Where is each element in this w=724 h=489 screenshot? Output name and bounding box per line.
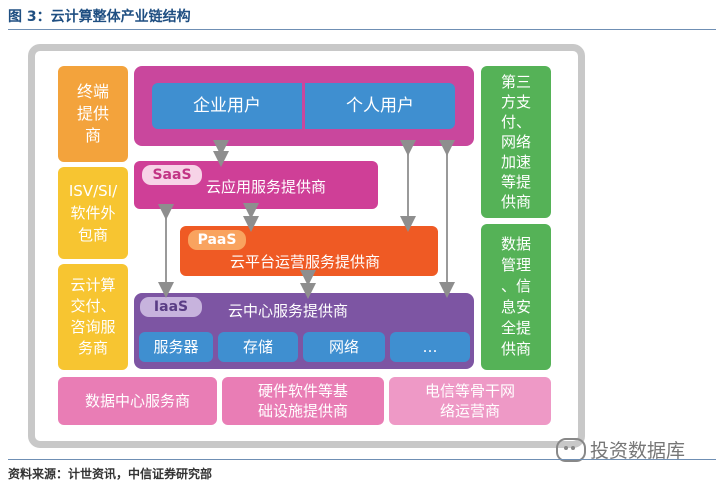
enterprise-user-box: 企业用户	[152, 83, 302, 129]
watermark: 投资数据库	[556, 436, 685, 463]
saas-tag: SaaS	[142, 165, 202, 185]
iaas-label: 云中心服务提供商	[228, 302, 349, 320]
iaas-item-more: …	[390, 332, 470, 362]
watermark-text: 投资数据库	[590, 440, 686, 462]
paas-tag: PaaS	[188, 230, 246, 250]
isv-si-box: ISV/SI/ 软件外 包商	[58, 167, 128, 259]
datacenter-provider-box: 数据中心服务商	[58, 377, 217, 425]
saas-label: 云应用服务提供商	[206, 178, 327, 196]
wechat-icon	[556, 437, 586, 462]
figure-title: 图 3：云计算整体产业链结构	[8, 9, 191, 25]
iaas-item-server: 服务器	[139, 332, 213, 362]
source-note: 资料来源：计世资讯，中信证券研究部	[8, 467, 213, 481]
terminal-provider-box: 终端 提供 商	[58, 66, 128, 162]
payment-acceleration-box: 第三 方支 付、 网络 加速 等提 供商	[481, 66, 551, 218]
bottom-rule	[8, 459, 716, 460]
data-security-box: 数据 管理 、信 息安 全提 供商	[481, 224, 551, 370]
paas-label: 云平台运营服务提供商	[230, 253, 381, 271]
iaas-tag: IaaS	[140, 297, 202, 317]
iaas-item-network: 网络	[303, 332, 385, 362]
individual-user-box: 个人用户	[305, 83, 455, 129]
telecom-operator-box: 电信等骨干网 络运营商	[389, 377, 551, 425]
top-rule	[8, 29, 716, 30]
infrastructure-provider-box: 硬件软件等基 础设施提供商	[222, 377, 384, 425]
delivery-consulting-box: 云计算 交付、 咨询服 务商	[58, 264, 128, 370]
iaas-item-storage: 存储	[218, 332, 298, 362]
